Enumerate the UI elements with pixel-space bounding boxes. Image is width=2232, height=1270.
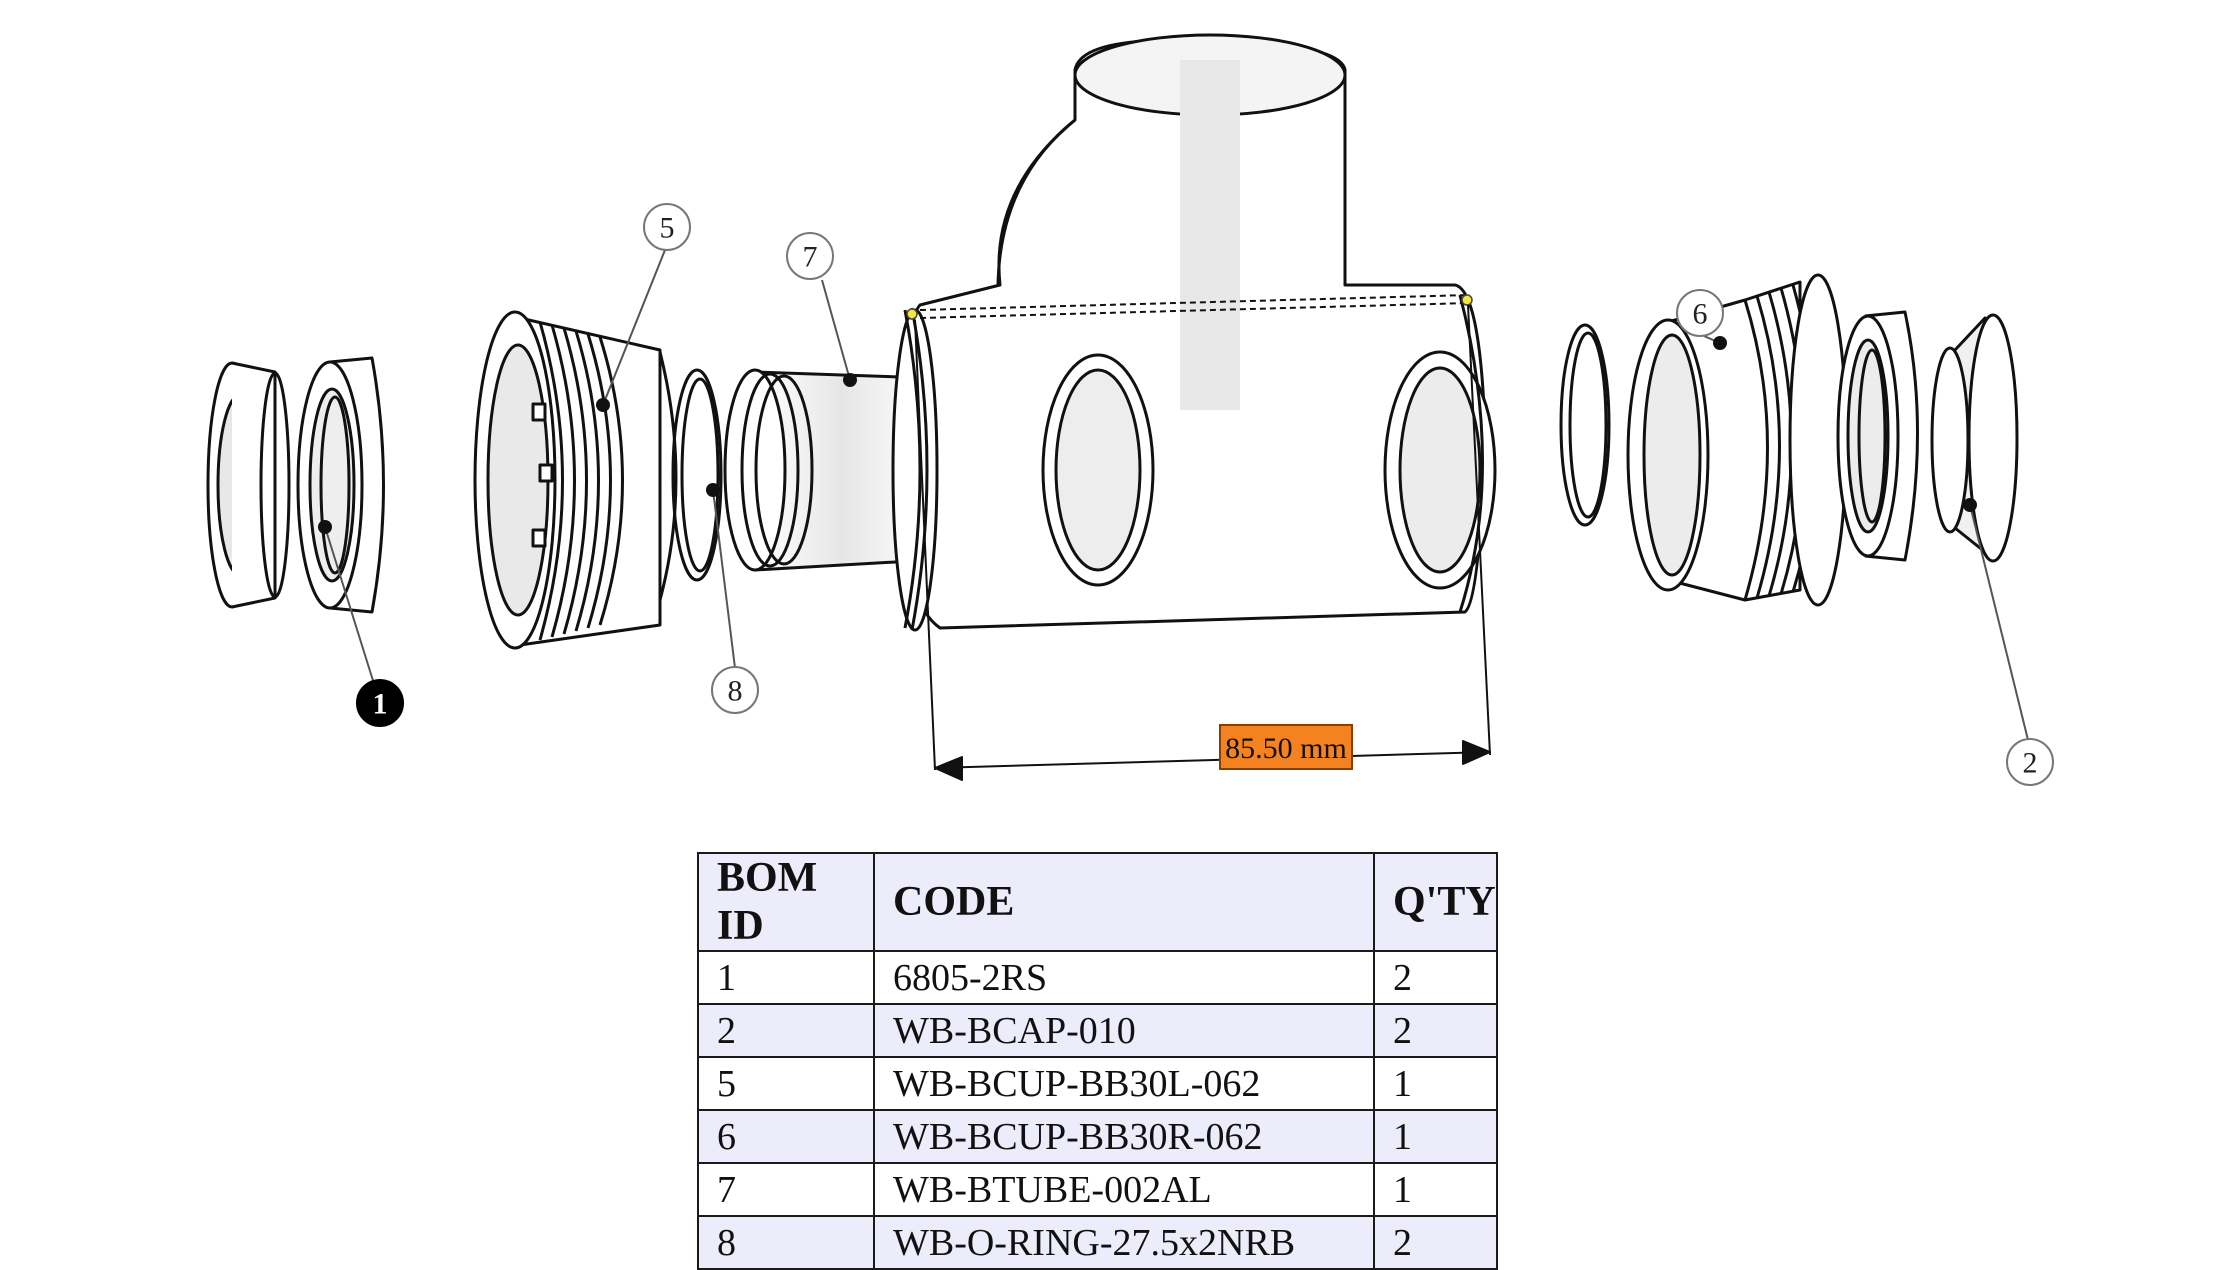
leader-dot-6	[1713, 336, 1727, 350]
bom-cell-code: WB-BTUBE-002AL	[873, 1162, 1375, 1217]
dimension-label: 85.50 mm	[1219, 724, 1353, 770]
bearing-left	[296, 356, 385, 614]
bom-header-id: BOM ID	[697, 852, 875, 952]
callout-number: 2	[2023, 747, 2038, 780]
bb-cup-right	[1626, 273, 1848, 607]
leader-dot-2	[1963, 498, 1977, 512]
callout-number: 6	[1693, 298, 1708, 331]
bom-row: 5 WB-BCUP-BB30L-062 1	[697, 1056, 1498, 1111]
leader-dot-7	[843, 373, 857, 387]
callout-balloon-1: 1	[356, 679, 404, 727]
bom-cell-qty: 1	[1373, 1162, 1498, 1217]
callout-circle	[2006, 738, 2054, 786]
leader-dot-5	[596, 398, 610, 412]
bom-cell-id: 7	[697, 1162, 875, 1217]
leader-5	[602, 244, 668, 406]
callout-circle	[786, 232, 834, 280]
callout-circle	[356, 679, 404, 727]
bom-row: 1 6805-2RS 2	[697, 950, 1498, 1005]
leader-dot-1	[318, 520, 332, 534]
bom-row: 2 WB-BCAP-010 2	[697, 1003, 1498, 1058]
bom-cell-code: WB-BCAP-010	[873, 1003, 1375, 1058]
o-ring-right	[1559, 323, 1611, 527]
callout-circle	[711, 666, 759, 714]
callout-balloon-7: 7	[786, 232, 834, 280]
dimension-line	[914, 304, 1491, 781]
bom-cell-qty: 2	[1373, 1215, 1498, 1270]
callout-balloon-8: 8	[711, 666, 759, 714]
callout-balloon-6: 6	[1676, 289, 1724, 337]
callout-number: 5	[660, 212, 675, 245]
bom-cell-code: WB-BCUP-BB30L-062	[873, 1056, 1375, 1111]
bom-cell-qty: 2	[1373, 1003, 1498, 1058]
callout-balloon-2: 2	[2006, 738, 2054, 786]
bom-cell-code: WB-BCUP-BB30R-062	[873, 1109, 1375, 1164]
bom-row: 7 WB-BTUBE-002AL 1	[697, 1162, 1498, 1217]
bom-header-row: BOM ID CODE Q'TY	[697, 852, 1498, 952]
bom-cell-code: 6805-2RS	[873, 950, 1375, 1005]
bom-cell-id: 2	[697, 1003, 875, 1058]
bom-cell-qty: 1	[1373, 1056, 1498, 1111]
bom-cell-id: 8	[697, 1215, 875, 1270]
bom-row: 6 WB-BCUP-BB30R-062 1	[697, 1109, 1498, 1164]
leader-2	[1969, 504, 2031, 749]
bb-shell	[891, 33, 1497, 632]
leader-dot-8	[706, 483, 720, 497]
bom-cell-qty: 2	[1373, 950, 1498, 1005]
bom-cell-qty: 1	[1373, 1109, 1498, 1164]
bom-cell-id: 6	[697, 1109, 875, 1164]
bom-cell-id: 1	[697, 950, 875, 1005]
leader-1	[324, 526, 381, 704]
bom-cell-id: 5	[697, 1056, 875, 1111]
bom-table: BOM ID CODE Q'TY 1 6805-2RS 2 2 WB-BCAP-…	[697, 852, 1498, 1270]
callout-number: 7	[803, 241, 818, 274]
bom-header-qty: Q'TY	[1373, 852, 1498, 952]
bearing-right	[1836, 310, 1919, 562]
exploded-assembly-diagram: 1 2 5 6 7 8	[206, 33, 2054, 786]
bom-row: 8 WB-O-RING-27.5x2NRB 2	[697, 1215, 1498, 1270]
bom-cell-code: WB-O-RING-27.5x2NRB	[873, 1215, 1375, 1270]
bearing-cap-left	[206, 361, 291, 609]
callout-circle	[643, 203, 691, 251]
callout-number: 8	[728, 675, 743, 708]
callout-number: 1	[373, 688, 388, 721]
callout-circle	[1676, 289, 1724, 337]
callout-balloon-5: 5	[643, 203, 691, 251]
leader-7	[821, 279, 851, 381]
bearing-cap-right	[1930, 313, 2019, 563]
bb-cup-left	[473, 310, 678, 650]
leader-8	[712, 489, 736, 669]
o-ring-left	[671, 368, 723, 582]
bom-header-code: CODE	[873, 852, 1375, 952]
